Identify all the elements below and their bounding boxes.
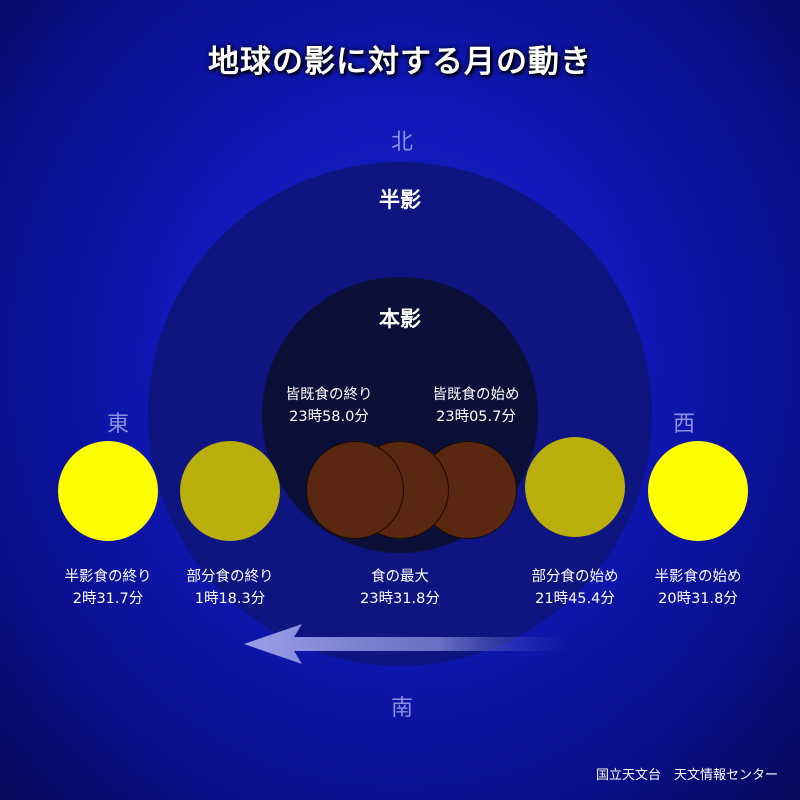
- event-penumbral-end: 半影食の終り 2時31.7分: [33, 566, 183, 610]
- event-time: 23時58.0分: [289, 409, 369, 425]
- event-partial-end: 部分食の終り 1時18.3分: [155, 566, 305, 610]
- event-label: 半影食の始め: [654, 569, 742, 585]
- event-partial-start: 部分食の始め 21時45.4分: [500, 566, 650, 610]
- event-label: 皆既食の終り: [285, 387, 373, 403]
- event-totality-end: 皆既食の終り 23時58.0分: [254, 384, 404, 428]
- direction-east: 東: [106, 412, 129, 437]
- event-time: 1時18.3分: [194, 591, 266, 607]
- event-time: 23時31.8分: [360, 591, 440, 607]
- event-maximum: 食の最大 23時31.8分: [325, 566, 475, 610]
- event-time: 2時31.7分: [72, 591, 144, 607]
- umbra-label: 本影: [379, 307, 421, 331]
- event-label: 皆既食の始め: [432, 387, 520, 403]
- moon-partial-end: [180, 441, 280, 541]
- moon-partial-start: [525, 437, 625, 537]
- direction-west: 西: [672, 412, 695, 437]
- event-time: 20時31.8分: [658, 591, 738, 607]
- moon-penumbral-end: [58, 441, 158, 541]
- event-penumbral-start: 半影食の始め 20時31.8分: [623, 566, 773, 610]
- credit-text: 国立天文台 天文情報センター: [595, 768, 778, 783]
- direction-south: 南: [390, 696, 413, 721]
- event-time: 23時05.7分: [436, 409, 516, 425]
- moon-penumbral-start: [648, 441, 748, 541]
- event-label: 食の最大: [371, 569, 429, 585]
- arrow-left-icon: [244, 624, 570, 664]
- penumbra-label: 半影: [379, 188, 421, 212]
- event-totality-start: 皆既食の始め 23時05.7分: [401, 384, 551, 428]
- event-label: 部分食の終り: [186, 569, 274, 585]
- event-label: 半影食の終り: [64, 569, 152, 585]
- direction-north: 北: [390, 130, 413, 155]
- event-time: 21時45.4分: [535, 591, 615, 607]
- event-label: 部分食の始め: [531, 569, 619, 585]
- diagram-title: 地球の影に対する月の動き: [208, 44, 592, 80]
- moon-totality-end: [306, 441, 404, 539]
